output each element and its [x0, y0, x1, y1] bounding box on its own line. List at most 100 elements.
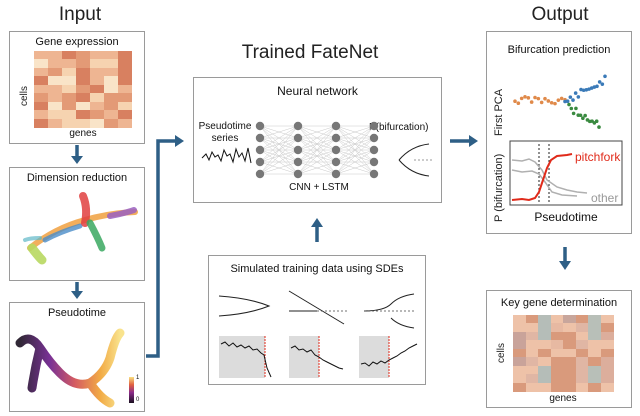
other-label: other: [591, 191, 619, 205]
heatmap-cell: [513, 331, 526, 341]
input-header: Input: [58, 4, 102, 25]
heatmap-cell: [118, 101, 132, 111]
heatmap-cell: [538, 323, 551, 333]
heatmap-cell: [575, 348, 589, 358]
heatmap-cell: [600, 357, 614, 367]
network-node: [331, 145, 341, 155]
neural-network-title: Neural network: [277, 84, 358, 98]
umap-clusters: [23, 192, 138, 265]
heatmap-cell: [600, 315, 614, 324]
heatmap-cell: [588, 323, 601, 333]
heatmap-cell: [563, 374, 576, 384]
heatmap-cell: [34, 110, 48, 120]
heatmap-cell: [34, 59, 48, 69]
gene-expression-heatmap: [34, 51, 132, 128]
pseudotime-colorbar: [129, 377, 134, 403]
heatmap-cell: [525, 365, 539, 375]
heatmap-cell: [48, 51, 62, 60]
heatmap-cell: [62, 93, 76, 103]
network-node: [331, 121, 341, 131]
pca-scatter: [513, 74, 607, 129]
heatmap-cell: [525, 374, 539, 384]
heatmap-cell: [76, 76, 90, 86]
network-nodes: [255, 121, 379, 179]
pca-point: [597, 80, 602, 84]
heatmap-cell: [538, 331, 551, 341]
heatmap-cell: [48, 76, 62, 86]
training-data-panel: Simulated training data using SDEs: [208, 255, 426, 385]
pca-point: [600, 82, 605, 86]
pca-point: [576, 95, 581, 99]
training-data-title: Simulated training data using SDEs: [230, 263, 404, 275]
heatmap-cell: [104, 76, 118, 86]
heatmap-cell: [48, 93, 62, 103]
pca-point: [553, 101, 557, 106]
colorbar-top-label: 1: [136, 375, 140, 381]
heatmap-cell: [588, 331, 601, 341]
heatmap-cell: [588, 357, 601, 367]
key-gene-panel: Key gene determination cells genes: [486, 290, 632, 408]
transcritical-timeseries: [290, 345, 344, 370]
pca-point: [559, 96, 564, 101]
pca-point: [571, 98, 575, 102]
network-node: [255, 157, 265, 167]
heatmap-cell: [90, 84, 104, 94]
heatmap-cell: [550, 365, 564, 375]
pca-point: [569, 106, 574, 111]
gene-expression-panel: Gene expression cells genes: [9, 31, 145, 144]
heatmap-cell: [538, 315, 551, 324]
heatmap-cell: [563, 382, 576, 392]
heatmap-cell: [34, 101, 48, 111]
heatmap-cell: [76, 101, 90, 111]
heatmap-cell: [104, 59, 118, 69]
colorbar-bottom-label: 0: [136, 397, 140, 403]
heatmap-cell: [600, 340, 614, 350]
heatmap-cell: [525, 323, 539, 333]
heatmap-cell: [550, 323, 564, 333]
heatmap-cell: [118, 84, 132, 94]
heatmap-cell: [90, 67, 104, 77]
bifurcation-prediction-panel: Bifurcation prediction First PCA P (bifu…: [486, 31, 632, 234]
heatmap-cell: [575, 331, 589, 341]
pca-point: [567, 102, 571, 107]
key-gene-cells-label: cells: [496, 342, 507, 363]
heatmap-cell: [62, 110, 76, 120]
heatmap-cell: [588, 340, 601, 350]
network-node: [255, 169, 265, 179]
heatmap-cell: [588, 382, 601, 392]
training-examples: [218, 290, 418, 378]
heatmap-cell: [104, 84, 118, 94]
pca-point: [513, 99, 517, 103]
heatmap-cell: [62, 76, 76, 86]
heatmap-cell: [538, 382, 551, 392]
pca-point: [549, 100, 554, 105]
heatmap-cell: [600, 382, 614, 392]
heatmap-cell: [62, 67, 76, 77]
pca-point: [533, 95, 537, 100]
heatmap-cell: [513, 357, 526, 367]
heatmap-cell: [104, 51, 118, 60]
bifurcation-prediction-title: Bifurcation prediction: [507, 44, 611, 56]
heatmap-cell: [525, 348, 539, 358]
heatmap-cell: [76, 51, 90, 60]
pca-point: [523, 95, 527, 99]
heatmap-cell: [550, 382, 564, 392]
heatmap-cell: [62, 118, 76, 128]
p-bifurcation-label: P(bifurcation): [369, 122, 429, 133]
heatmap-cell: [550, 340, 564, 350]
heatmap-cell: [48, 84, 62, 94]
heatmap-cell: [118, 93, 132, 103]
key-gene-title: Key gene determination: [500, 297, 618, 309]
heatmap-cell: [575, 382, 589, 392]
dimension-reduction-title: Dimension reduction: [26, 172, 128, 184]
heatmap-cell: [538, 365, 551, 375]
umap-plot: [23, 192, 138, 265]
network-node: [369, 157, 379, 167]
pca-point: [536, 96, 541, 101]
pca-point: [556, 98, 561, 102]
heatmap-cell: [62, 59, 76, 69]
heatmap-cell: [76, 93, 90, 103]
heatmap-cell: [550, 331, 564, 341]
network-edges: [259, 125, 375, 175]
